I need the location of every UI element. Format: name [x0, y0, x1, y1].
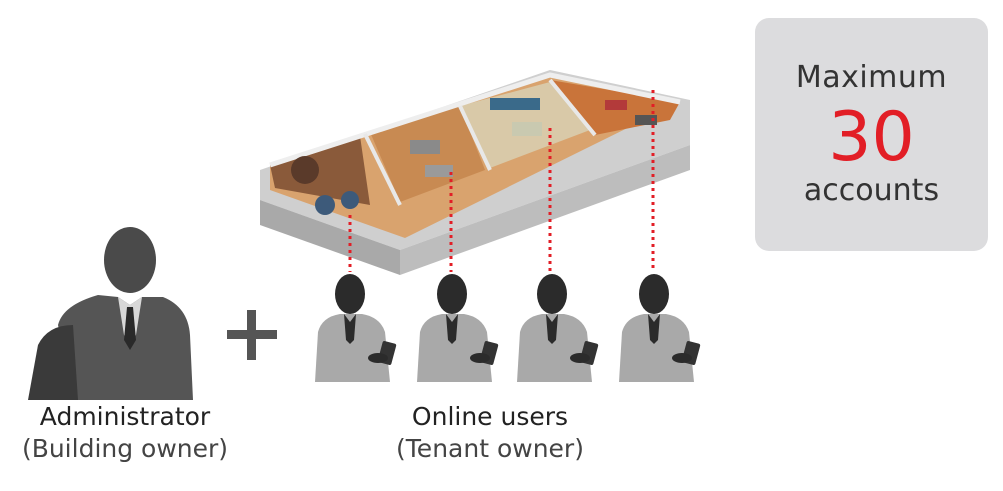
building-floorplan-icon	[260, 70, 690, 275]
maximum-accounts-box: Maximum 30 accounts	[755, 18, 988, 251]
accounts-label: accounts	[803, 173, 940, 208]
administrator-subtitle: (Building owner)	[21, 434, 229, 463]
tablet-user-silhouette-icon	[619, 274, 701, 382]
online-users-subtitle: (Tenant owner)	[396, 434, 584, 463]
maximum-number: 30	[828, 98, 915, 177]
tablet-user-silhouette-icon	[517, 274, 599, 382]
online-users-title: Online users	[411, 402, 569, 431]
tablet-user-silhouette-icon	[315, 274, 397, 382]
maximum-label: Maximum	[795, 60, 948, 95]
plus-icon	[227, 310, 277, 360]
tablet-user-silhouette-icon	[417, 274, 499, 382]
administrator-silhouette-icon	[28, 227, 193, 400]
administrator-title: Administrator	[39, 402, 211, 431]
